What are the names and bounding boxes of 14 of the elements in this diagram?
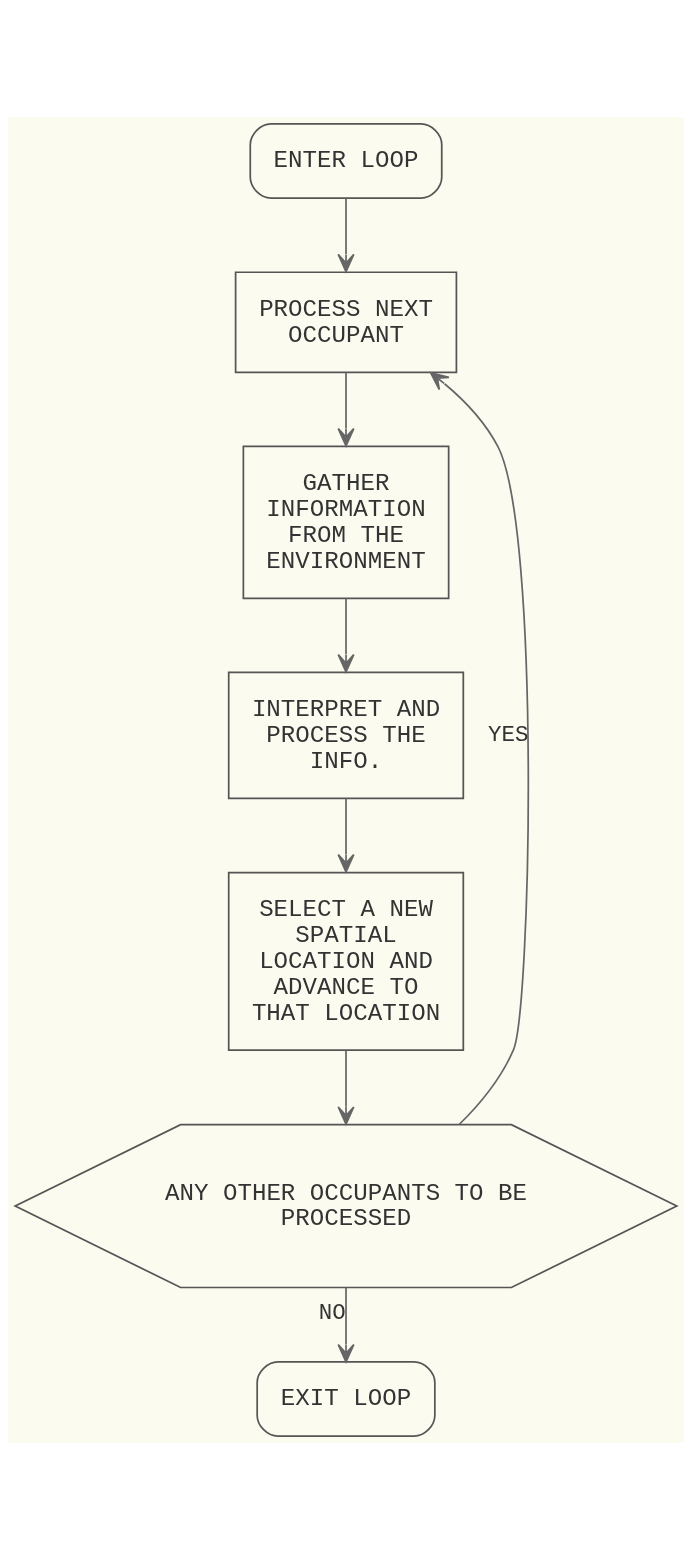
arrow — [337, 597, 355, 673]
node-box: SELECT A NEW SPATIAL LOCATION AND ADVANCE TO THAT LOCATION — [227, 871, 465, 1051]
edge-label: NO — [318, 1299, 346, 1326]
arrow — [337, 371, 355, 447]
node-box: PROCESS NEXT OCCUPANT — [234, 270, 458, 373]
arrow — [337, 1049, 355, 1125]
arrow — [337, 797, 355, 873]
node-box: GATHER INFORMATION FROM THE ENVIRONMENT — [242, 445, 450, 599]
arrow — [429, 371, 530, 1125]
node-box: ENTER LOOP — [249, 122, 443, 199]
node-box: EXIT LOOP — [256, 1360, 436, 1437]
arrow — [337, 1286, 355, 1363]
node-box: INTERPRET AND PROCESS THE INFO. — [227, 671, 465, 799]
arrow — [337, 197, 355, 273]
